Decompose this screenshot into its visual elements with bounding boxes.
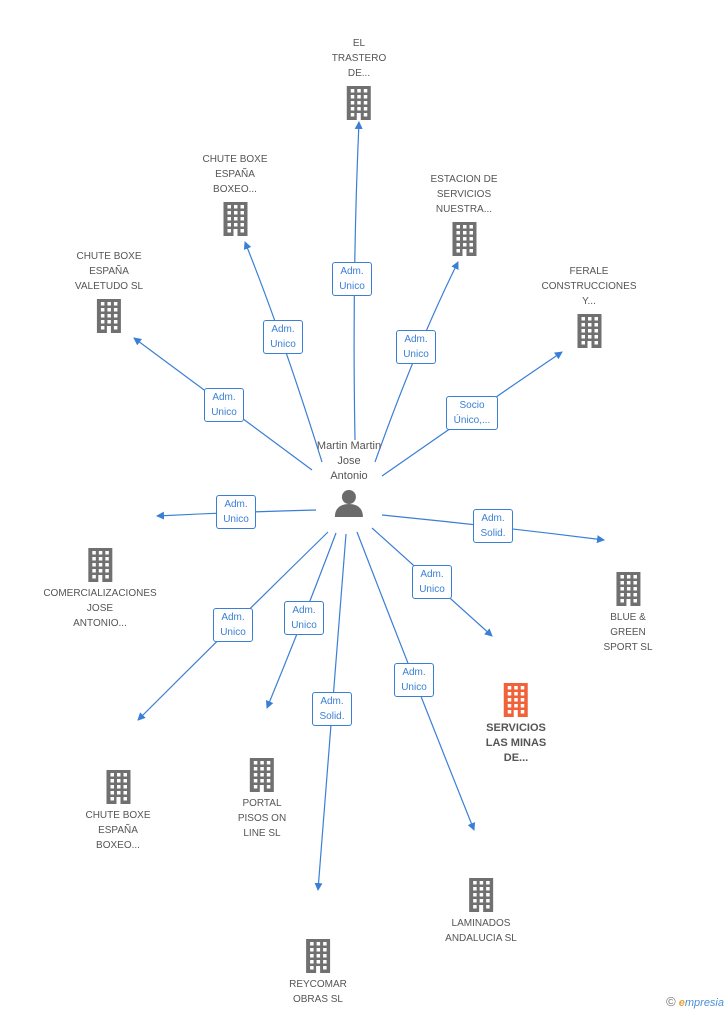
role-label-chute-boxe-boxeo-bottom[interactable]: Adm.Unico [213,608,253,642]
copyright-icon: © [666,994,676,1009]
building-icon [504,683,528,717]
building-icon [105,770,130,804]
building-icon [222,202,247,236]
building-icon [87,548,112,582]
role-label-reycomar[interactable]: Adm.Solid. [312,692,352,726]
center-person[interactable]: Martin Martin Jose Antonio [317,439,381,518]
role-label-estacion-servicios[interactable]: Adm.Unico [396,330,436,364]
building-icon [468,878,493,912]
center-person-name: Martin Martin Jose Antonio [316,440,382,482]
role-label-chute-boxe-boxeo-top[interactable]: Adm.Unico [263,320,303,354]
building-icon [451,222,476,256]
person-icon [335,490,363,517]
role-label-portal-pisos[interactable]: Adm.Unico [284,601,324,635]
role-label-laminados[interactable]: Adm.Unico [394,663,434,697]
role-label-servicios-las-minas[interactable]: Adm.Unico [412,565,452,599]
role-label-blue-green[interactable]: Adm.Solid. [473,509,513,543]
role-label-chute-boxe-valetudo[interactable]: Adm.Unico [204,388,244,422]
building-icon [305,939,330,973]
brand-name: mpresia [684,997,724,1009]
building-icon [615,572,640,606]
brand-e: e [678,997,685,1009]
building-icon [346,86,371,120]
footer-brand[interactable]: ©empresia [666,994,724,1009]
building-icon [96,299,121,333]
role-label-el-trastero[interactable]: Adm.Unico [332,262,372,296]
role-label-comercializaciones[interactable]: Adm.Unico [216,495,256,529]
building-icon [249,758,274,792]
building-icon [576,314,601,348]
